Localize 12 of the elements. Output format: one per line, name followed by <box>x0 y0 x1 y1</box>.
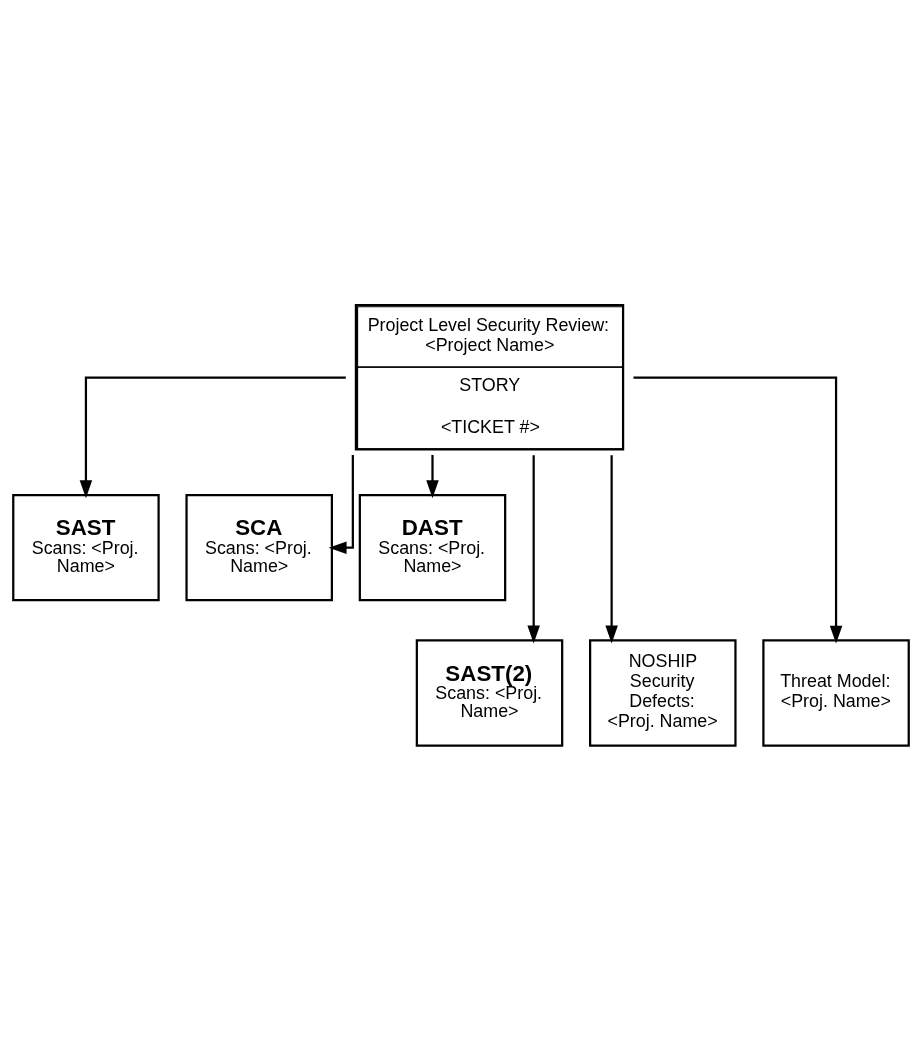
node-box: SCA Scans: <Proj. Name> <box>185 493 333 601</box>
node-box: Threat Model: <Proj. Name> <box>762 638 910 747</box>
node-box: NOSHIP Security Defects: <Proj. Name> <box>589 638 737 747</box>
arrow <box>527 454 540 643</box>
arrow <box>605 454 618 643</box>
node-box: SAST Scans: <Proj. Name> <box>12 493 160 601</box>
node-box: DAST Scans: <Proj. Name> <box>358 493 507 601</box>
arrow <box>328 454 354 554</box>
node-box: SAST(2) Scans: <Proj. Name> <box>415 638 564 747</box>
arrow <box>79 376 346 498</box>
arrow <box>426 454 439 498</box>
arrow <box>633 376 843 644</box>
